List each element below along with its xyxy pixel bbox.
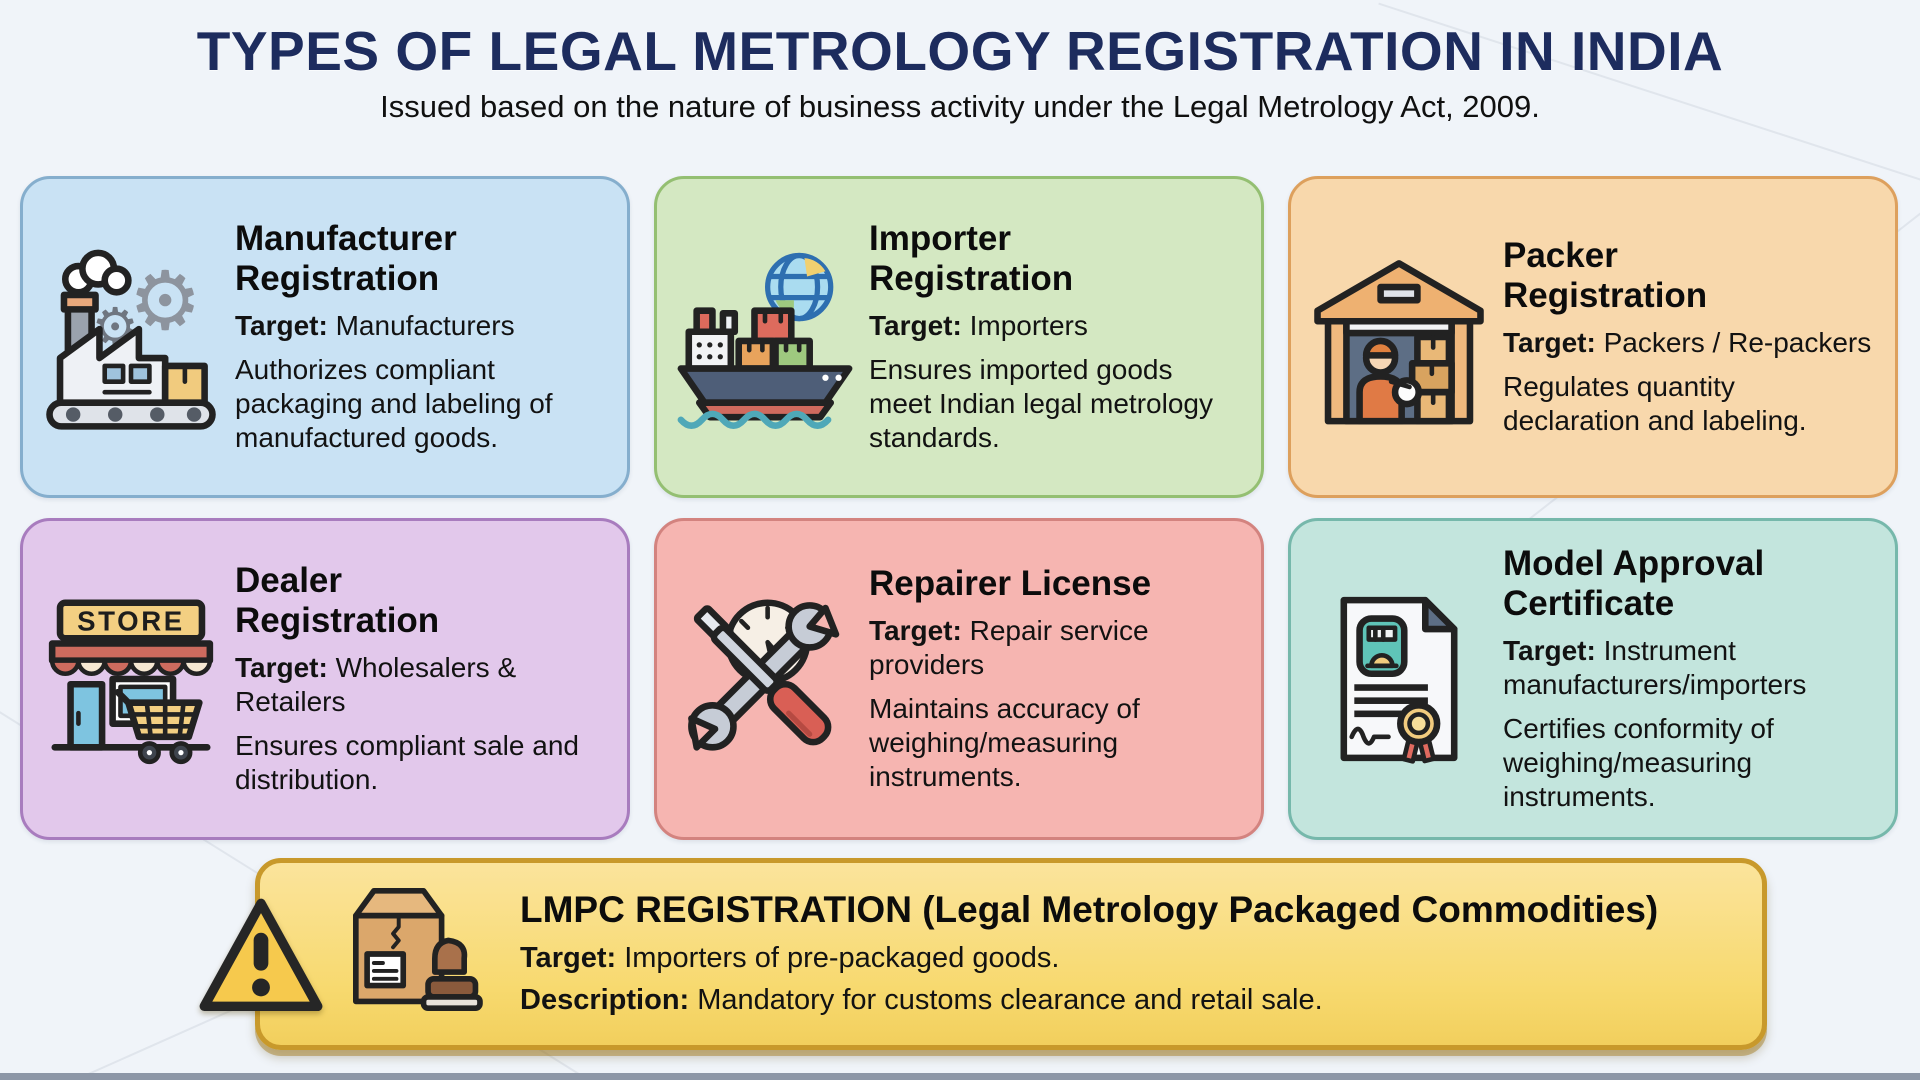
target-line: Target: Repair service providers <box>869 614 1241 682</box>
certificate-icon <box>1301 569 1497 789</box>
target-label: Target: <box>1503 634 1596 666</box>
target-label: Target: <box>520 942 617 975</box>
description-line: Regulates quantity declaration and label… <box>1503 370 1807 436</box>
banner-body: LMPC REGISTRATION (Legal Metrology Packa… <box>494 890 1732 1017</box>
card-packer-registration: Packer Registration Target: Packers / Re… <box>1288 176 1898 498</box>
package-stamp-icon <box>326 875 494 1033</box>
description-line: Authorizes compliant packaging and label… <box>235 353 553 454</box>
warehouse-packer-icon <box>1301 227 1497 447</box>
target-label: Target: <box>869 309 962 341</box>
description-line: Certifies conformity of weighing/measuri… <box>1503 712 1774 813</box>
card-repairer-license: Repairer License Target: Repair service … <box>654 518 1264 840</box>
description-label: Description: <box>520 983 690 1016</box>
page-title: TYPES OF LEGAL METROLOGY REGISTRATION IN… <box>196 20 1724 82</box>
card-title: Repairer License <box>869 563 1152 603</box>
card-title: Model Approval Certificate <box>1503 543 1765 623</box>
warning-triangle-icon <box>198 895 324 1021</box>
target-value: Importers of pre-packaged goods. <box>624 942 1060 975</box>
lmpc-banner: LMPC REGISTRATION (Legal Metrology Packa… <box>199 858 1767 1050</box>
card-title: Packer Registration <box>1503 235 1708 315</box>
bottom-bar <box>0 1073 1920 1080</box>
description-line: Ensures imported goods meet Indian legal… <box>869 353 1213 454</box>
card-body: Packer Registration Target: Packers / Re… <box>1497 236 1875 438</box>
card-dealer-registration: STORE <box>20 518 630 840</box>
target-value: Importers <box>969 309 1088 341</box>
header: TYPES OF LEGAL METROLOGY REGISTRATION IN… <box>0 0 1920 125</box>
banner-description-line: Description: Mandatory for customs clear… <box>520 983 1732 1018</box>
target-value: Manufacturers <box>335 309 515 341</box>
banner-title: LMPC REGISTRATION (Legal Metrology Packa… <box>520 889 1659 931</box>
card-importer-registration: Importer Registration Target: Importers … <box>654 176 1264 498</box>
card-body: Importer Registration Target: Importers … <box>863 219 1241 455</box>
card-model-approval-certificate: Model Approval Certificate Target: Instr… <box>1288 518 1898 840</box>
target-label: Target: <box>869 614 962 646</box>
banner-target-line: Target: Importers of pre-packaged goods. <box>520 941 1732 976</box>
target-label: Target: <box>235 309 328 341</box>
card-grid: ⚙ ⚙ Manufacturer Registration <box>20 176 1898 840</box>
target-line: Target: Manufacturers <box>235 309 607 343</box>
card-title: Importer Registration <box>869 218 1074 298</box>
factory-icon: ⚙ ⚙ <box>33 227 229 447</box>
target-line: Target: Instrument manufacturers/importe… <box>1503 634 1875 702</box>
description-line: Maintains accuracy of weighing/measuring… <box>869 692 1140 793</box>
cargo-ship-icon <box>667 227 863 447</box>
target-line: Target: Packers / Re-packers <box>1503 326 1875 360</box>
target-value: Packers / Re-packers <box>1603 326 1872 358</box>
target-label: Target: <box>1503 326 1596 358</box>
card-body: Manufacturer Registration Target: Manufa… <box>229 219 607 455</box>
description-value: Mandatory for customs clearance and reta… <box>697 983 1323 1016</box>
storefront-icon: STORE <box>33 569 229 789</box>
repair-tools-icon <box>667 569 863 789</box>
card-title: Dealer Registration <box>235 560 440 640</box>
target-label: Target: <box>235 651 328 683</box>
description-line: Ensures compliant sale and distribution. <box>235 729 579 796</box>
svg-text:STORE: STORE <box>77 605 185 636</box>
card-body: Repairer License Target: Repair service … <box>863 564 1241 795</box>
card-body: Dealer Registration Target: Wholesalers … <box>229 561 607 797</box>
card-manufacturer-registration: ⚙ ⚙ Manufacturer Registration <box>20 176 630 498</box>
target-line: Target: Wholesalers & Retailers <box>235 651 607 719</box>
target-line: Target: Importers <box>869 309 1241 343</box>
page-subtitle: Issued based on the nature of business a… <box>380 89 1540 125</box>
card-title: Manufacturer Registration <box>235 218 457 298</box>
target-value: Wholesalers & Retailers <box>235 651 517 717</box>
card-body: Model Approval Certificate Target: Instr… <box>1497 544 1875 815</box>
target-value: Instrument manufacturers/importers <box>1503 634 1807 700</box>
target-value: Repair service providers <box>869 614 1149 680</box>
